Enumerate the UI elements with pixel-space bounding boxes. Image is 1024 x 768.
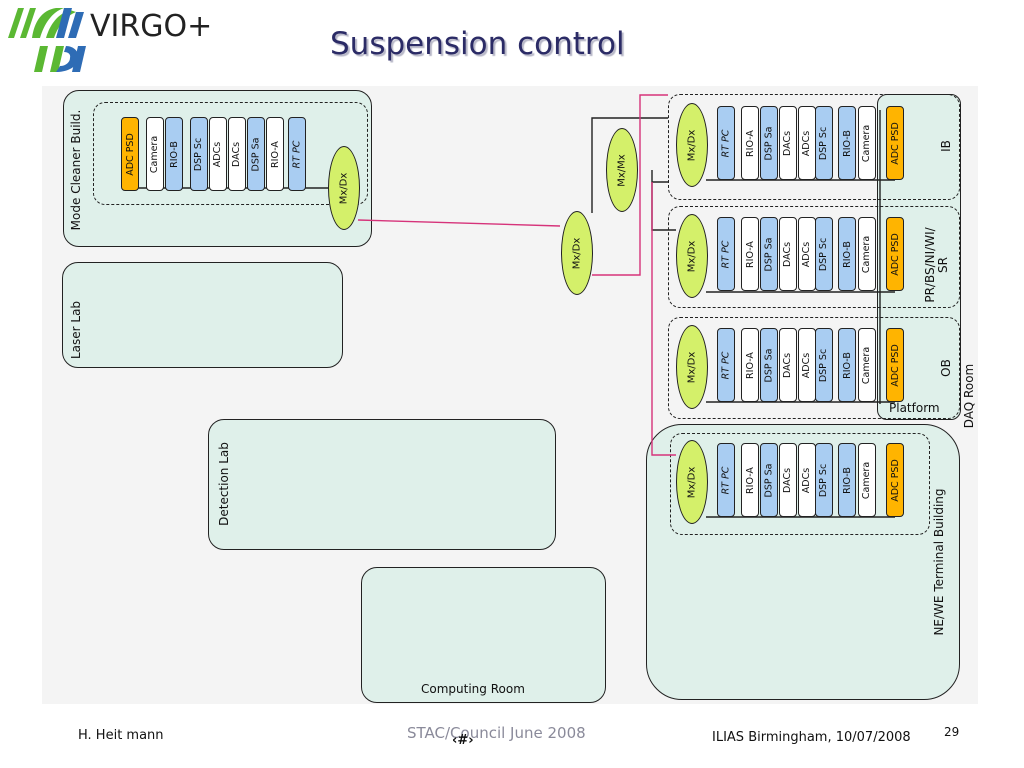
terminal-crate-group [670, 433, 930, 535]
terminal-module-rt-pc: RT PC [717, 443, 735, 517]
ib-module-dsp-sc: DSP Sc [815, 106, 833, 180]
laser-lab-room [62, 262, 343, 368]
terminal-module-dacs: DACs [779, 443, 797, 517]
mc-module-dsp-sc: DSP Sc [190, 117, 208, 191]
ob-crate-group [668, 317, 960, 419]
ib-module-dsp-sa: DSP Sa [760, 106, 778, 180]
pr-module-dsp-sa: DSP Sa [760, 217, 778, 291]
ib-crate-group [668, 94, 960, 200]
page-title: Suspension control [330, 26, 625, 62]
daq-room-label: DAQ Room [962, 363, 976, 429]
ob-module-rio-b: RIO-B [838, 328, 856, 402]
ib-module-camera: Camera [858, 106, 876, 180]
tower-pr-label: PR/BS/NI/WI/ SR [923, 227, 950, 303]
ob-module-rio-a: RIO-A [741, 328, 759, 402]
ob-module-camera: Camera [858, 328, 876, 402]
terminal-module-rio-a: RIO-A [741, 443, 759, 517]
detection-lab-label: Detection Lab [217, 442, 231, 526]
pr-module-adc-psd: ADC PSD [886, 217, 904, 291]
terminal-module-dsp-sa: DSP Sa [760, 443, 778, 517]
platform-label: Platform [889, 401, 940, 415]
terminal-module-camera: Camera [858, 443, 876, 517]
pr-mxdx-switch: Mx/Dx [676, 214, 708, 298]
pr-module-camera: Camera [858, 217, 876, 291]
ib-module-rio-a: RIO-A [741, 106, 759, 180]
ib-module-adc-psd: ADC PSD [886, 106, 904, 180]
mxmx-switch: Mx/Mx [606, 128, 638, 212]
mode-cleaner-label: Mode Cleaner Build. [69, 109, 83, 231]
terminal-module-rio-b: RIO-B [838, 443, 856, 517]
footer-author: H. Heit mann [78, 728, 164, 743]
terminal-mxdx-switch: Mx/Dx [676, 440, 708, 524]
pr-crate-group [668, 206, 960, 308]
footer-venue: ILIAS Birmingham, 10/07/2008 [712, 730, 911, 745]
ib-module-dacs: DACs [779, 106, 797, 180]
footer-slide-marker: ‹#› [452, 733, 474, 748]
mc-module-adcs: ADCs [209, 117, 227, 191]
ob-mxdx-switch: Mx/Dx [676, 325, 708, 409]
pr-module-adcs: ADCs [798, 217, 816, 291]
pr-module-rio-a: RIO-A [741, 217, 759, 291]
tower-ib-label: IB [939, 140, 953, 152]
mc-crate-group [93, 102, 368, 205]
ob-module-dsp-sc: DSP Sc [815, 328, 833, 402]
terminal-module-dsp-sc: DSP Sc [815, 443, 833, 517]
footer-event: STAC/Council June 2008 [407, 724, 586, 742]
logo-wordmark: VIRGO+ [90, 9, 212, 44]
ob-module-adc-psd: ADC PSD [886, 328, 904, 402]
pr-module-dsp-sc: DSP Sc [815, 217, 833, 291]
laser-lab-label: Laser Lab [69, 300, 83, 360]
footer-page-number: 29 [944, 725, 960, 739]
mc-module-rio-a: RIO-A [266, 117, 284, 191]
ib-module-rt-pc: RT PC [717, 106, 735, 180]
mc-module-rt-pc: RT PC [288, 117, 306, 191]
terminal-module-adcs: ADCs [798, 443, 816, 517]
terminal-module-adc-psd: ADC PSD [886, 443, 904, 517]
mc-module-camera: Camera [146, 117, 164, 191]
ob-module-dsp-sa: DSP Sa [760, 328, 778, 402]
pr-module-rio-b: RIO-B [838, 217, 856, 291]
virgo-logo: VIRGO+ [8, 8, 212, 72]
mc-mxdx-switch: Mx/Dx [328, 146, 360, 230]
detection-lab-room [208, 419, 556, 550]
mc-module-dsp-sa: DSP Sa [247, 117, 265, 191]
ob-module-rt-pc: RT PC [717, 328, 735, 402]
ib-mxdx-switch: Mx/Dx [676, 103, 708, 187]
ib-module-rio-b: RIO-B [838, 106, 856, 180]
central-mxdx-switch: Mx/Dx [561, 211, 593, 295]
tower-ob-label: OB [939, 359, 953, 377]
pr-module-dacs: DACs [779, 217, 797, 291]
mc-module-dacs: DACs [228, 117, 246, 191]
computing-room-label: Computing Room [421, 682, 525, 696]
ob-module-adcs: ADCs [798, 328, 816, 402]
mc-module-rio-b: RIO-B [165, 117, 183, 191]
pr-module-rt-pc: RT PC [717, 217, 735, 291]
ob-module-dacs: DACs [779, 328, 797, 402]
computing-room [361, 567, 606, 703]
terminal-building-label: NE/WE Terminal Building [932, 488, 946, 636]
mc-module-adc-psd: ADC PSD [121, 117, 139, 191]
ib-module-adcs: ADCs [798, 106, 816, 180]
